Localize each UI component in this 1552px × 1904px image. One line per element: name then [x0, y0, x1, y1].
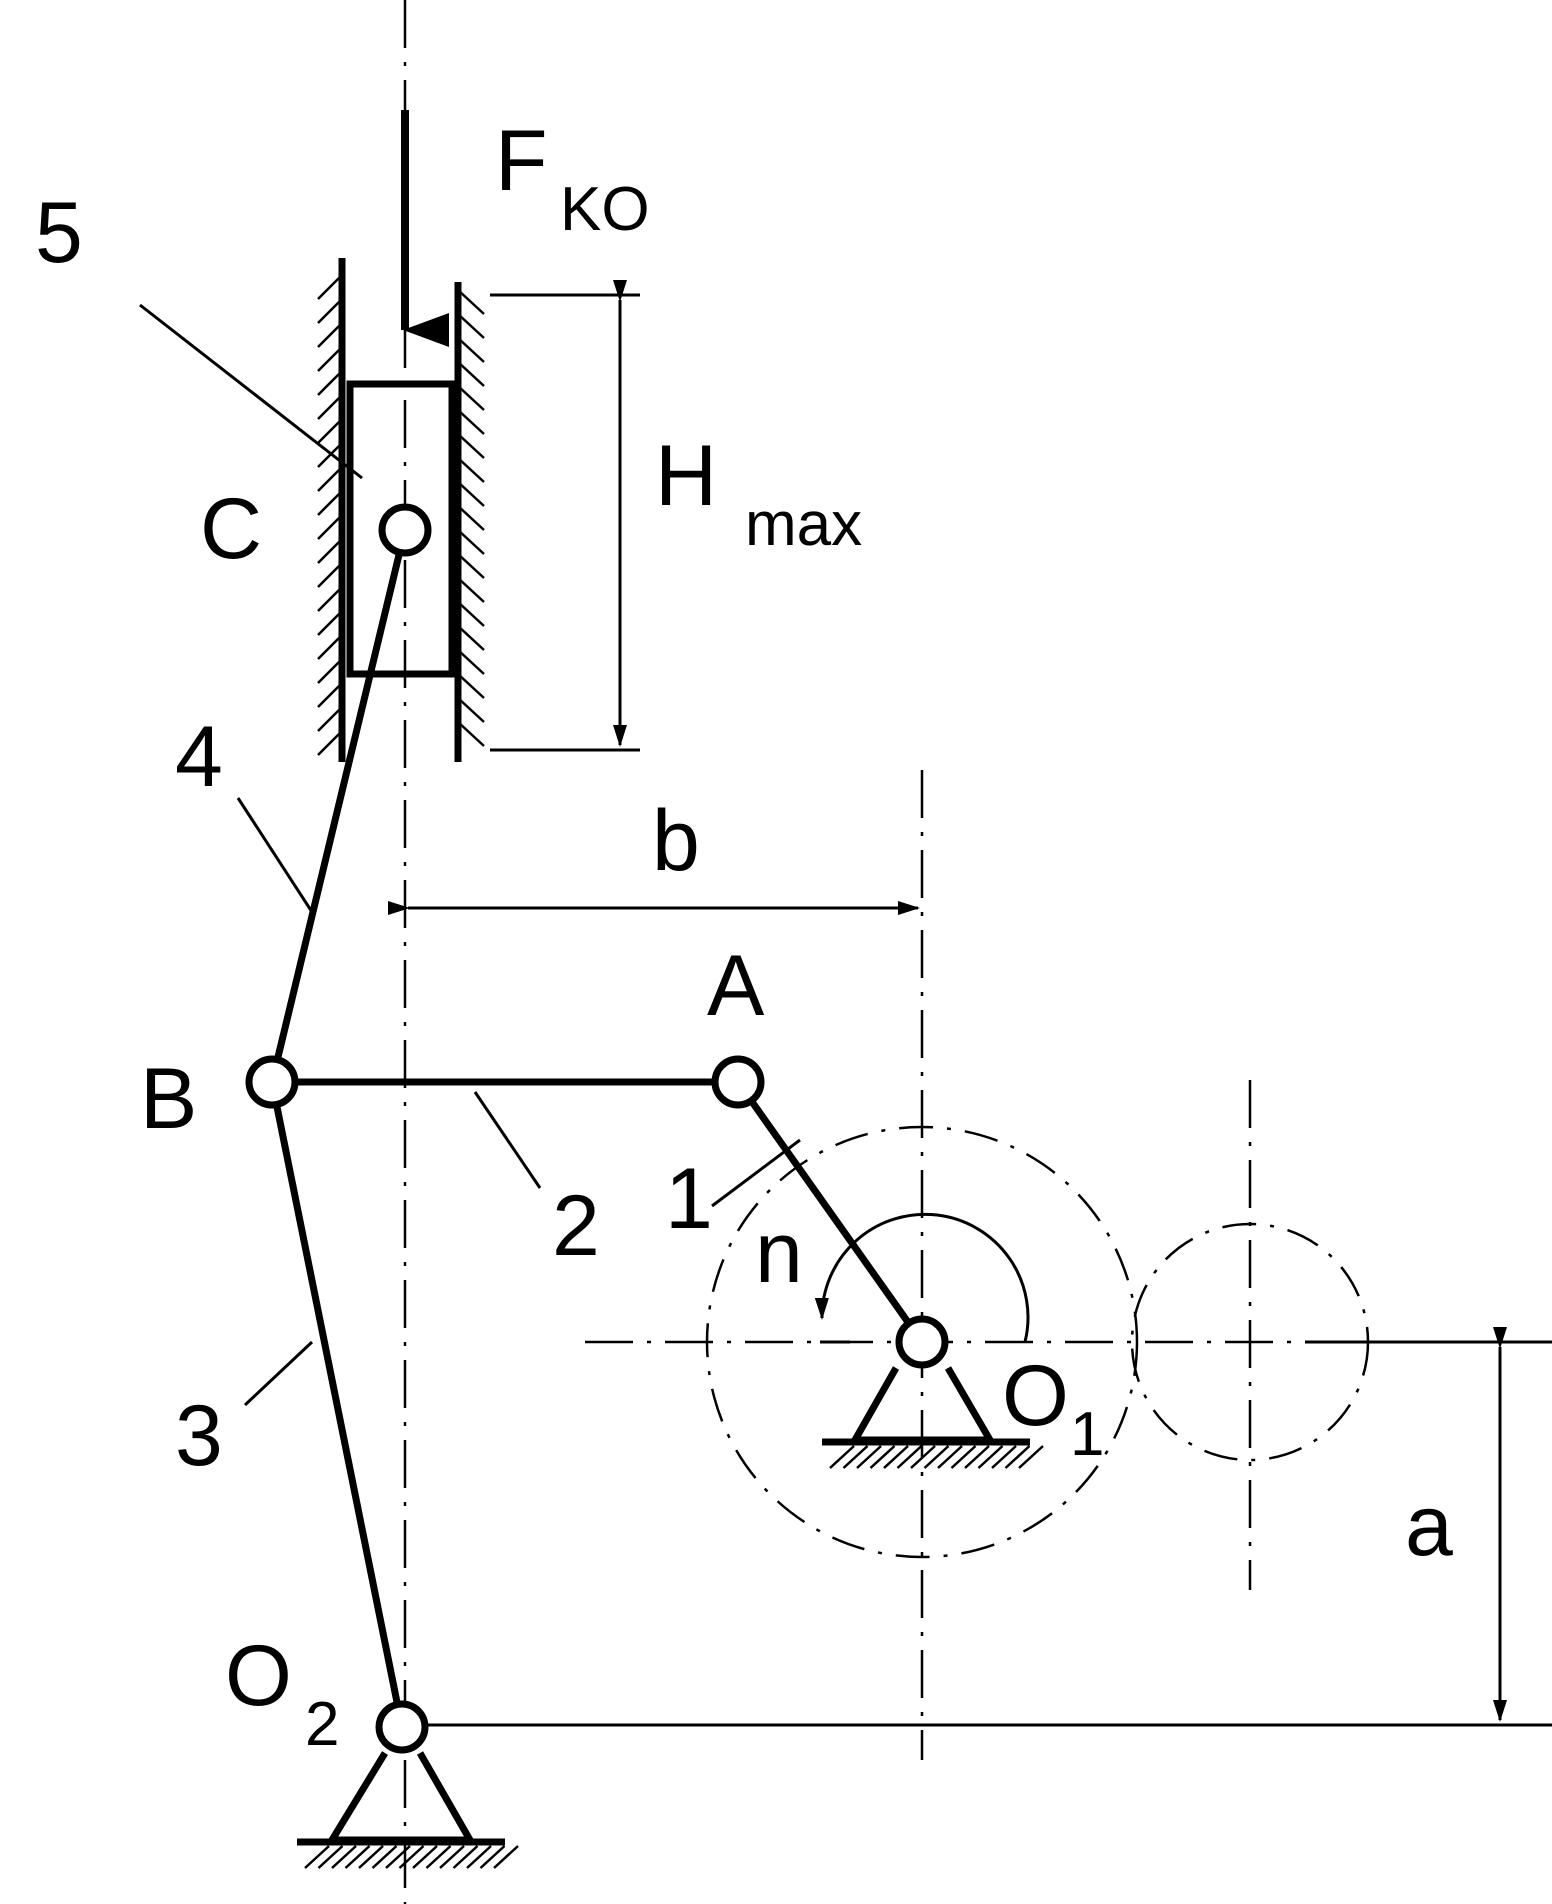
- label-pivot-o1-sub: 1: [1070, 1400, 1104, 1469]
- ground-support-o2: [297, 1751, 519, 1869]
- slider-guide-left: [317, 258, 346, 762]
- label-force: F: [495, 113, 548, 209]
- label-link-5: 5: [35, 185, 83, 281]
- joint-o1: [895, 1315, 949, 1369]
- label-link-3: 3: [175, 1388, 223, 1484]
- link-3: [268, 1081, 406, 1728]
- joint-o2: [375, 1700, 429, 1754]
- label-point-a: A: [707, 938, 765, 1034]
- leader-1: [711, 1138, 801, 1208]
- link-4: [268, 529, 409, 1083]
- rotation-arrow: [814, 1212, 1030, 1343]
- leader-2: [473, 1091, 542, 1189]
- label-link-2: 2: [552, 1178, 600, 1274]
- label-force-sub: KO: [560, 175, 650, 244]
- label-pivot-o2: O: [225, 1628, 292, 1724]
- link-1: [735, 1079, 925, 1345]
- label-pivot-o1: O: [1002, 1348, 1069, 1444]
- joint-b: [245, 1055, 299, 1109]
- joint-c: [378, 503, 432, 557]
- leader-4: [236, 797, 314, 913]
- label-speed: n: [755, 1205, 803, 1301]
- ground-support-o1: [822, 1366, 1044, 1469]
- slider-guide-right: [454, 282, 485, 762]
- label-dim-b: b: [652, 793, 700, 889]
- leader-5: [139, 303, 363, 480]
- label-stroke: H: [655, 428, 717, 524]
- label-pivot-o2-sub: 2: [305, 1690, 339, 1759]
- leader-3: [243, 1340, 314, 1407]
- slider-block: [346, 380, 456, 678]
- dimension-a: [425, 1327, 1552, 1727]
- joint-a: [711, 1055, 765, 1109]
- dimension-hmax: [490, 280, 640, 752]
- label-point-b: B: [140, 1051, 197, 1147]
- label-link-1: 1: [665, 1151, 713, 1247]
- label-stroke-sub: max: [745, 490, 862, 559]
- label-point-c: C: [200, 481, 262, 577]
- label-dim-a: a: [1405, 1478, 1453, 1574]
- label-link-4: 4: [175, 709, 223, 805]
- gear-circle-large: [705, 1125, 1139, 1559]
